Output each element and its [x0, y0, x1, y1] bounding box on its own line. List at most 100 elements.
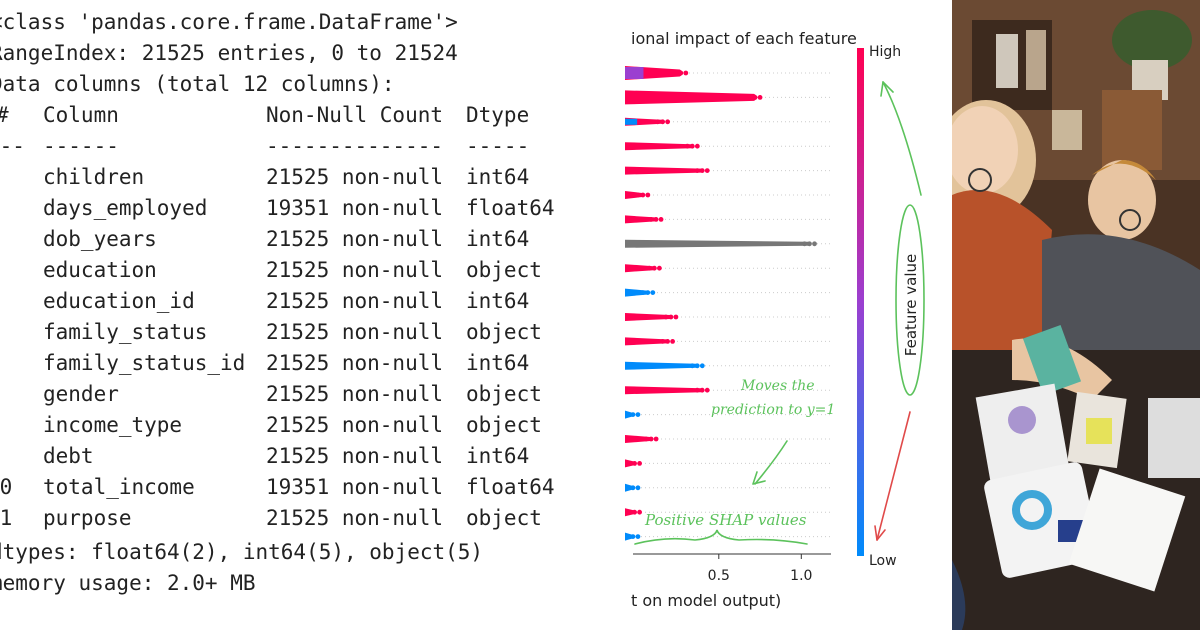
beeswarm-point: [668, 314, 674, 320]
x-tick-label: 1.0: [790, 568, 812, 584]
beeswarm-point: [645, 290, 651, 295]
beeswarm-row: [625, 66, 689, 80]
beeswarm-band: [625, 361, 700, 370]
beeswarm-point: [625, 412, 631, 417]
beeswarm-band: [625, 90, 758, 105]
beeswarm-point: [694, 168, 700, 174]
column-name: children: [43, 165, 145, 189]
column-non-null-count: 21525 non-null: [266, 444, 444, 468]
beeswarm-point: [632, 461, 637, 466]
beeswarm-point: [645, 192, 651, 198]
beeswarm-point: [802, 241, 807, 247]
beeswarm-row: [625, 532, 641, 541]
column-name: total_income: [43, 475, 195, 499]
column-name: family_status: [43, 320, 208, 344]
beeswarm-row: [625, 191, 651, 199]
info-header-line: <class 'pandas.core.frame.DataFrame'>: [0, 10, 458, 34]
column-non-null-count: 21525 non-null: [266, 289, 444, 313]
colorbar-low-label: Low: [869, 553, 897, 569]
beeswarm-point: [694, 363, 700, 369]
beeswarm-point: [653, 436, 659, 442]
beeswarm-point: [684, 143, 690, 149]
beeswarm-point: [627, 461, 632, 466]
beeswarm-row: [625, 90, 763, 105]
column-non-null-count: 21525 non-null: [266, 320, 444, 344]
column-non-null-count: 21525 non-null: [266, 351, 444, 375]
column-dtype: float64: [466, 475, 555, 499]
beeswarm-point: [658, 217, 664, 222]
column-rule-dtype: -----: [466, 134, 530, 158]
beeswarm-point: [660, 119, 666, 125]
column-dtype: object: [466, 320, 542, 344]
beeswarm-point: [699, 363, 705, 369]
beeswarm-row: [625, 361, 705, 370]
beeswarm-row: [625, 410, 641, 419]
column-dtype: object: [466, 258, 542, 282]
beeswarm-row: [625, 337, 675, 346]
beeswarm-row: [625, 386, 710, 395]
arrow-down-head: [874, 525, 886, 541]
beeswarm-band: [625, 239, 812, 248]
beeswarm-row: [625, 117, 671, 126]
column-header-idx: #: [0, 103, 9, 127]
beeswarm-mixed-points: [625, 67, 644, 79]
beeswarm-row: [625, 435, 659, 443]
beeswarm-point: [699, 387, 705, 393]
beeswarm-point: [643, 436, 649, 442]
beeswarm-point: [627, 509, 632, 515]
info-footer-line: dtypes: float64(2), int64(5), object(5): [0, 540, 484, 564]
beeswarm-row: [625, 508, 642, 517]
beeswarm-band: [625, 142, 695, 151]
beeswarm-point: [757, 95, 763, 100]
office-photo: [952, 0, 1200, 630]
beeswarm-band: [625, 191, 645, 199]
beeswarm-row: [625, 166, 710, 175]
column-non-null-count: 19351 non-null: [266, 475, 444, 499]
column-rule-count: --------------: [266, 134, 444, 158]
beeswarm-point: [648, 217, 654, 222]
beeswarm-point: [625, 534, 631, 539]
beeswarm-point: [630, 412, 636, 417]
info-header-line: Data columns (total 12 columns):: [0, 72, 395, 96]
beeswarm-points: [625, 66, 817, 541]
beeswarm-point: [683, 70, 689, 76]
column-non-null-count: 21525 non-null: [266, 258, 444, 282]
beeswarm-row: [625, 264, 662, 273]
beeswarm-point: [660, 339, 665, 344]
annotation-strokes: [634, 81, 925, 545]
dataframe-info-panel: <class 'pandas.core.frame.DataFrame'> Ra…: [0, 10, 555, 595]
x-axis-label: t on model output): [631, 591, 781, 610]
plot-gridlines: [633, 72, 831, 538]
column-name: purpose: [43, 506, 132, 530]
beeswarm-point: [640, 192, 646, 198]
beeswarm-point: [630, 534, 636, 539]
column-non-null-count: 21525 non-null: [266, 382, 444, 406]
feature-value-circle: [895, 204, 925, 396]
column-name: debt: [43, 444, 94, 468]
beeswarm-point: [670, 339, 675, 344]
beeswarm-point: [630, 485, 636, 491]
beeswarm-point: [673, 70, 679, 76]
beeswarm-point: [752, 95, 758, 100]
column-non-null-count: 21525 non-null: [266, 165, 444, 189]
arrow-up-head: [880, 81, 894, 97]
beeswarm-point: [655, 119, 661, 125]
column-name: education_id: [43, 289, 195, 313]
column-dtype: object: [466, 382, 542, 406]
column-dtype: object: [466, 506, 542, 530]
beeswarm-point: [807, 241, 812, 247]
beeswarm-point: [650, 290, 656, 295]
beeswarm-point: [635, 534, 641, 539]
column-index: 11: [0, 506, 13, 530]
arrow-down-shaft: [876, 411, 911, 541]
column-name: education: [43, 258, 157, 282]
info-header-line: RangeIndex: 21525 entries, 0 to 21524: [0, 41, 458, 65]
column-non-null-count: 21525 non-null: [266, 227, 444, 251]
beeswarm-band: [625, 386, 705, 395]
beeswarm-row: [625, 288, 656, 297]
colorbar: [857, 48, 864, 556]
column-name: days_employed: [43, 196, 208, 220]
beeswarm-point: [635, 192, 641, 198]
